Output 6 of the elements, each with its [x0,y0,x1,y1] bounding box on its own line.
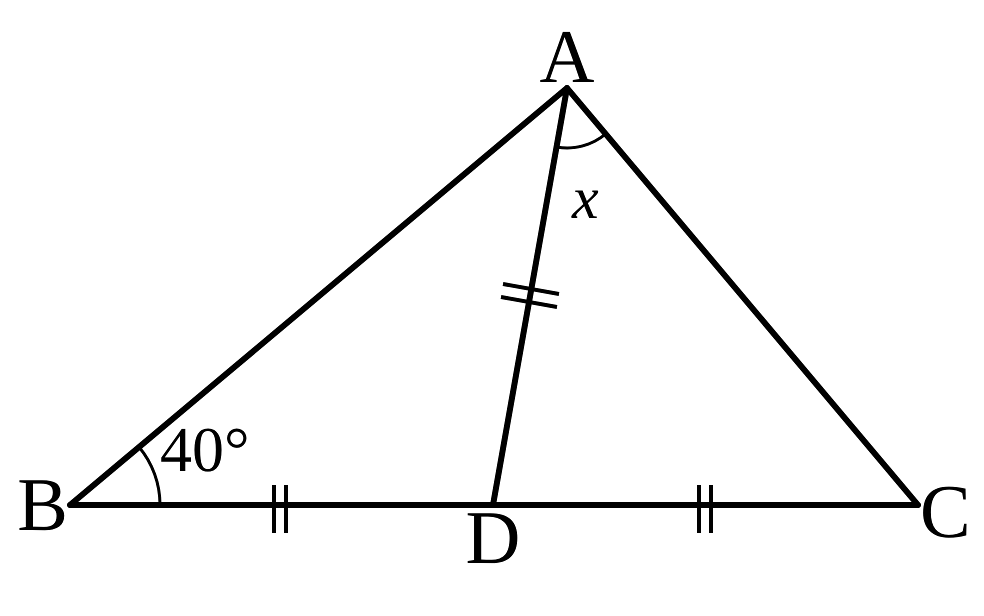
angle-label: 40° [160,418,250,482]
angle-label: x [572,168,599,228]
vertex-label: D [466,507,520,569]
vertex-label: C [920,481,971,543]
vertex-label: B [17,474,68,536]
vertex-label: A [540,26,594,88]
